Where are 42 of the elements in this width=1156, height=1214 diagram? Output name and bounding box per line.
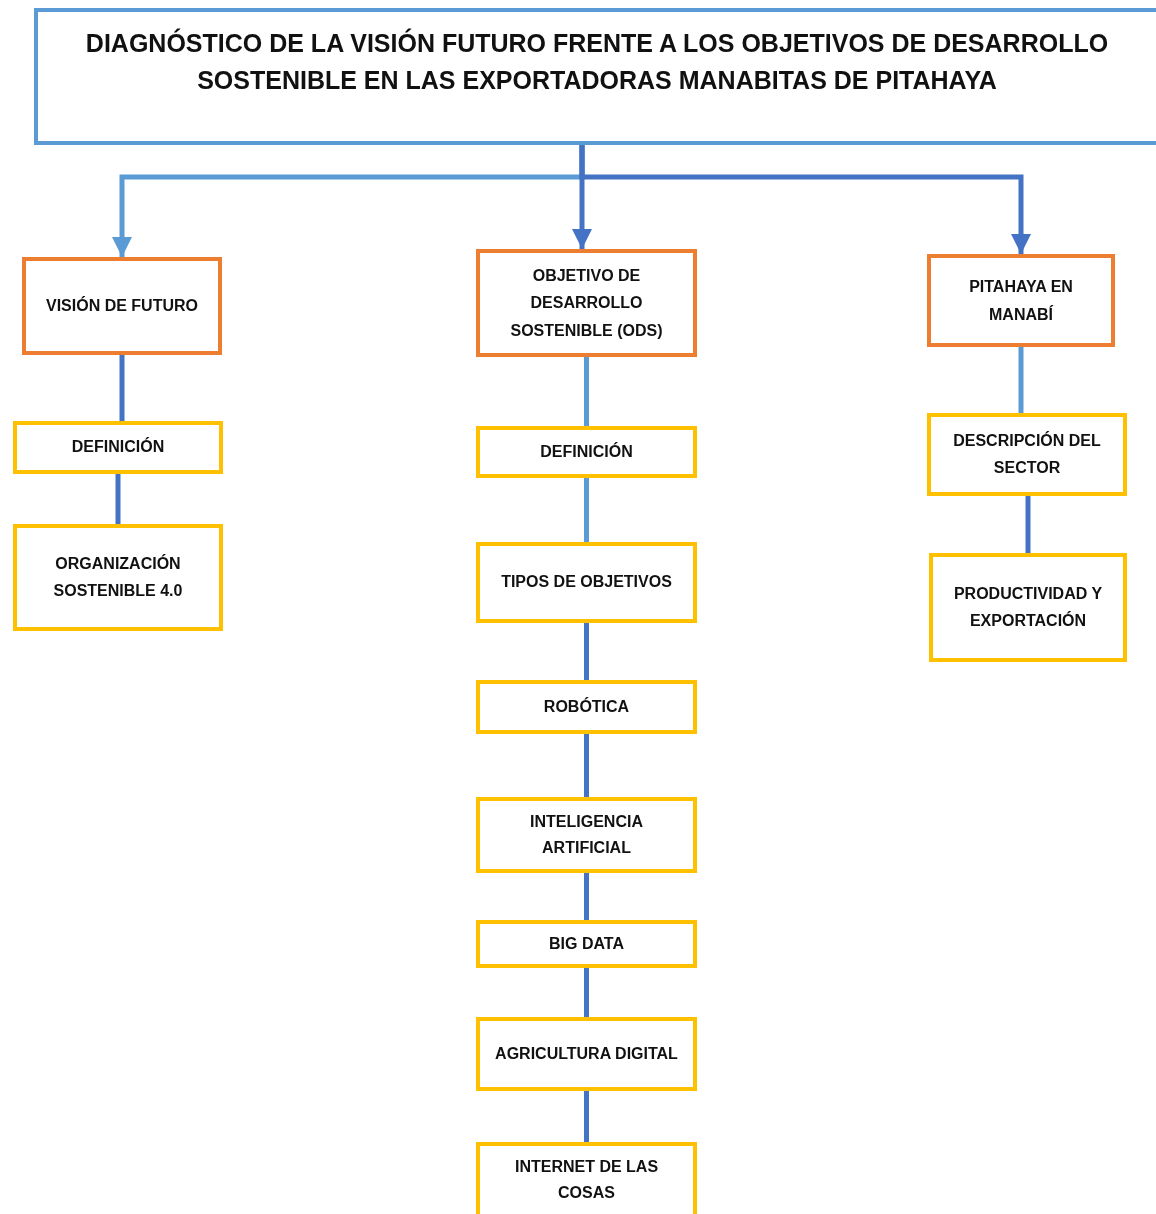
connector [115,474,121,524]
topic-label: OBJETIVO DE DESARROLLO SOSTENIBLE (ODS) [509,266,664,341]
connector [584,478,589,542]
subtopic-box [476,920,697,968]
connector [584,734,589,797]
main-topic-box [476,249,697,357]
subtopic-label: DEFINICIÓN [71,436,165,458]
subtopic-box [476,797,697,873]
subtopic-box [13,524,223,631]
subtopic-box [929,553,1127,662]
subtopic-box [476,542,697,623]
subtopic-label: TIPOS DE OBJETIVOS [501,572,672,593]
connector [579,145,1031,254]
heading-label: DIAGNÓSTICO DE LA VISIÓN FUTURO FRENTE A LOS OBJETIVOS DE DESARROLLO SOSTENIBLE EN LAS EXPORTADORAS MANABITAS DE PITAHAYA [84,27,1110,96]
subtopic-label: BIG DATA [549,933,624,954]
subtopic-label: DESCRIPCIÓN DEL SECTOR [952,430,1102,478]
connector [119,355,125,421]
connector [584,1091,589,1142]
subtopic-box [476,1142,697,1214]
connector [1018,347,1024,413]
subtopic-label: ORGANIZACIÓN SOSTENIBLE 4.0 [52,553,184,601]
subtopic-label: DEFINICIÓN [540,441,633,462]
subtopic-box [476,1017,697,1091]
connector [584,968,589,1017]
connector [584,357,589,426]
topic-label: VISIÓN DE FUTURO [46,295,198,317]
subtopic-label: AGRICULTURA DIGITAL [495,1043,678,1064]
connector [584,623,589,680]
subtopic-box [476,426,697,478]
subtopic-label: INTELIGENCIA ARTIFICIAL [529,811,644,858]
main-topic-box [927,254,1115,347]
subtopic-label: INTERNET DE LAS COSAS [513,1156,660,1203]
subtopic-box [13,421,223,474]
main-topic-box [22,257,222,355]
subtopic-box [476,680,697,734]
connector [584,873,589,920]
connector [1025,496,1031,553]
topic-label: PITAHAYA EN MANABÍ [968,277,1074,325]
subtopic-label: PRODUCTIVIDAD Y EXPORTACIÓN [952,584,1104,631]
title-box [34,8,1156,145]
subtopic-label: ROBÓTICA [543,696,630,717]
subtopic-box [927,413,1127,496]
